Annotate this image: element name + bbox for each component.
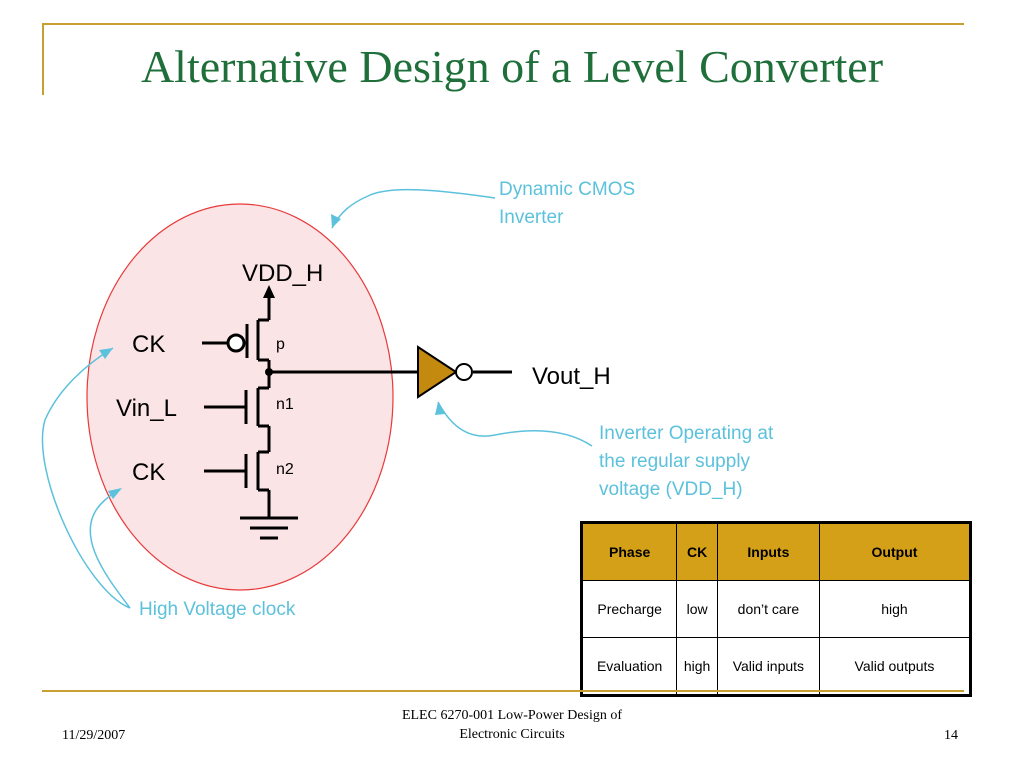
- pmos-bubble: [226, 333, 246, 353]
- vdd-arrowhead: [263, 285, 275, 298]
- callout-inverter: Inverter Operating at the regular supply…: [599, 420, 773, 504]
- callout-arrow-inverter: [437, 401, 593, 447]
- callout-inverter-line2: the regular supply: [599, 451, 751, 472]
- callout-inverter-line1: Inverter Operating at: [599, 423, 774, 444]
- inverter-bubble: [455, 363, 473, 381]
- footer-course-line2: Electronic Circuits: [459, 727, 565, 742]
- table-cell: Valid outputs: [818, 637, 972, 696]
- callout-dynamic-line1: Dynamic CMOS: [499, 179, 636, 200]
- dynamic-inverter-ellipse: [86, 203, 394, 591]
- callout-clock: High Voltage clock: [139, 599, 296, 620]
- table-header-cell: CK: [676, 522, 718, 581]
- callout-arrowhead-clock-top: [99, 348, 113, 359]
- vin-label: Vin_L: [116, 395, 177, 422]
- table-cell: Precharge: [580, 580, 678, 638]
- table-cell: don’t care: [716, 580, 820, 638]
- callout-arrow-dynamic: [331, 188, 496, 229]
- footer-date: 11/29/2007: [62, 728, 126, 743]
- callout-dynamic-line2: Inverter: [499, 207, 564, 228]
- table-row: Evaluation high Valid inputs Valid outpu…: [580, 637, 972, 696]
- callout-arrow-clock-top: [41, 347, 131, 609]
- table-row: Precharge low don’t care high: [580, 580, 972, 638]
- ck-top-label: CK: [132, 331, 165, 358]
- table-header-cell: Output: [818, 522, 972, 581]
- table-cell: Evaluation: [580, 637, 678, 696]
- output-node-dot: [265, 368, 273, 376]
- callout-inverter-line3: voltage (VDD_H): [599, 479, 743, 500]
- table-header-cell: Inputs: [716, 522, 820, 581]
- footer-course-line1: ELEC 6270-001 Low-Power Design of: [401, 708, 623, 723]
- table-cell: low: [676, 580, 718, 638]
- footer-course: ELEC 6270-001 Low-Power Design of Electr…: [362, 706, 662, 744]
- footer-page-number: 14: [944, 728, 958, 743]
- frame-left-rule: [42, 23, 44, 95]
- ck-bottom-label: CK: [132, 459, 165, 486]
- callout-dynamic-cmos: Dynamic CMOS Inverter: [499, 176, 635, 232]
- table-cell: Valid inputs: [716, 637, 820, 696]
- table-header-row: Phase CK Inputs Output: [580, 522, 972, 581]
- vout-label: Vout_H: [532, 363, 611, 390]
- vdd-label: VDD_H: [242, 260, 323, 287]
- frame-top-rule: [42, 23, 964, 25]
- callout-arrowhead-dynamic: [331, 214, 341, 228]
- inverter-triangle: [417, 345, 458, 399]
- table-header-cell: Phase: [580, 522, 678, 581]
- footer-rule: [42, 690, 964, 692]
- p-label: p: [276, 336, 285, 353]
- callout-arrowhead-clock-bottom: [108, 488, 122, 499]
- n2-label: n2: [276, 461, 294, 478]
- slide-title: Alternative Design of a Level Converter: [140, 41, 884, 92]
- table-cell: high: [818, 580, 972, 638]
- n1-label: n1: [276, 396, 294, 413]
- callout-arrowhead-inverter: [435, 402, 445, 415]
- table-cell: high: [676, 637, 718, 696]
- phase-table: Phase CK Inputs Output Precharge low don…: [580, 521, 972, 697]
